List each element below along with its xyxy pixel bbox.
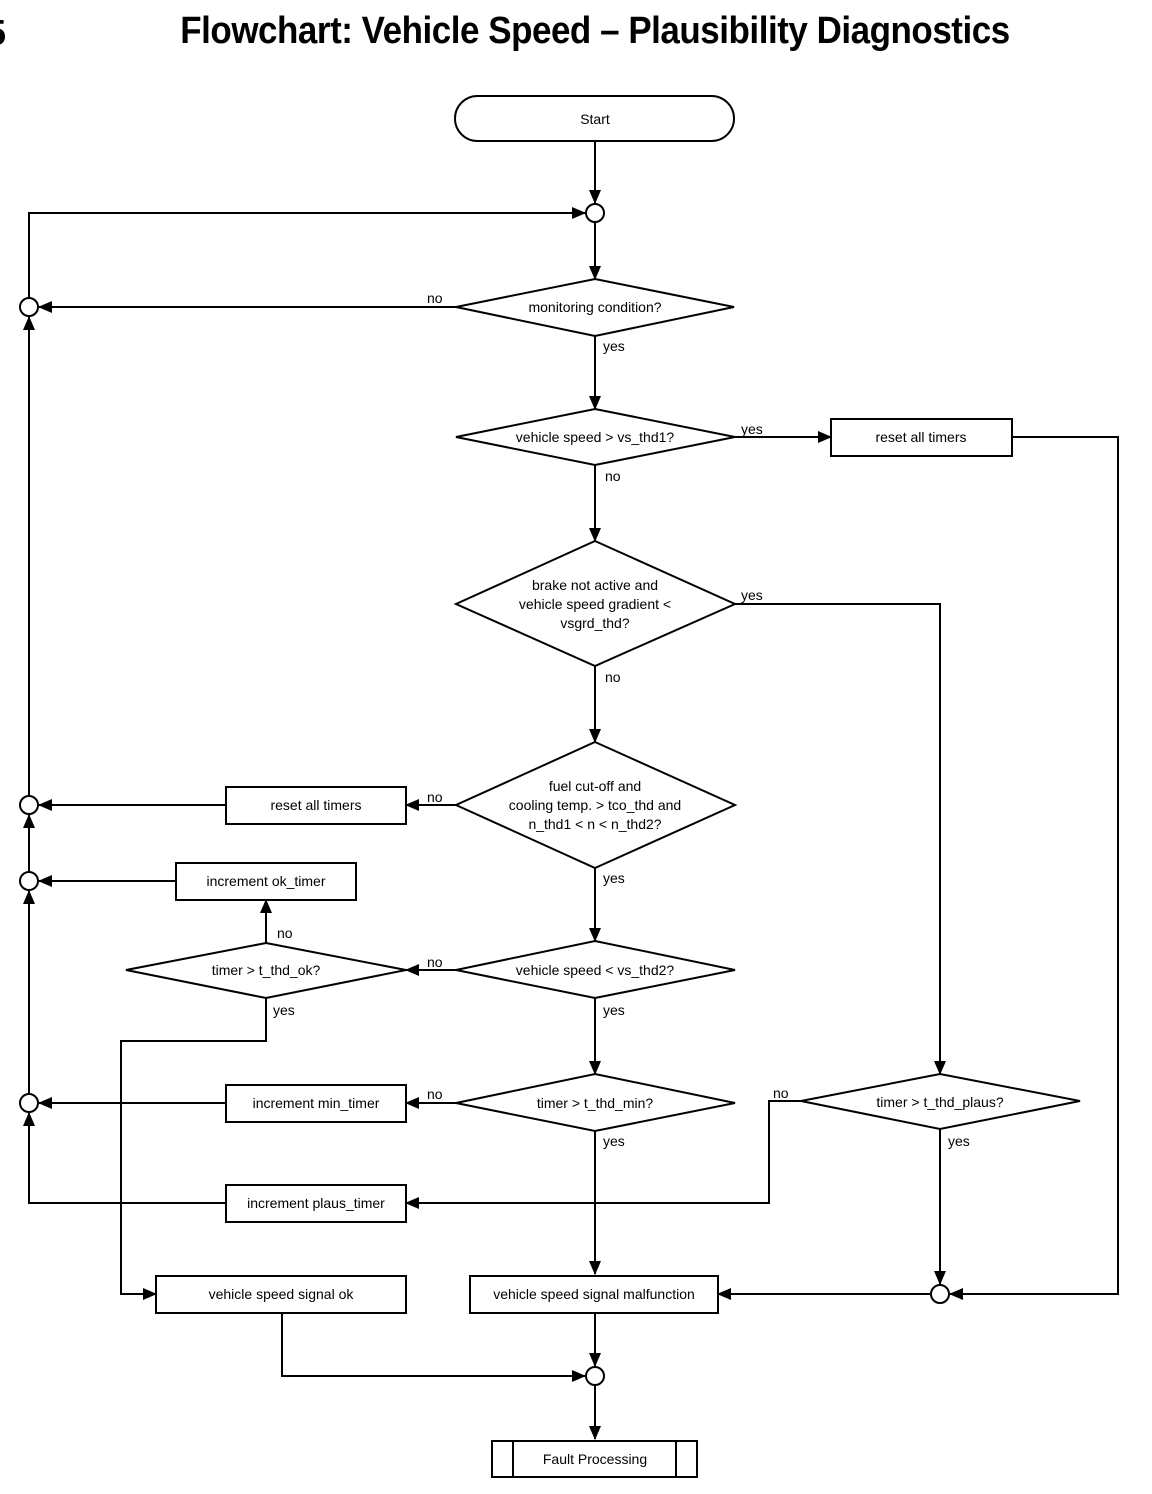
label-timer-plaus-no: no bbox=[773, 1085, 789, 1101]
decision-fuel-line-2: cooling temp. > tco_thd and bbox=[509, 797, 681, 813]
process-increment-min-timer: increment min_timer bbox=[225, 1084, 407, 1123]
junction-right-bottom bbox=[930, 1284, 950, 1304]
process-reset-right-label: reset all timers bbox=[875, 429, 966, 445]
junction-top bbox=[585, 203, 605, 223]
label-monitoring-no: no bbox=[427, 290, 443, 306]
branch-labels: no yes yes no yes no no yes no yes no ye… bbox=[273, 290, 970, 1149]
decision-monitoring-label: monitoring condition? bbox=[528, 299, 661, 315]
label-monitoring-yes: yes bbox=[603, 338, 625, 354]
label-brake-yes: yes bbox=[741, 587, 763, 603]
edge-loop-to-top bbox=[28, 207, 586, 297]
decision-brake-line-1: brake not active and bbox=[532, 577, 658, 593]
junction-left-monitoring bbox=[19, 297, 39, 317]
decision-timer-plaus-label: timer > t_thd_plaus? bbox=[876, 1094, 1003, 1110]
cropped-edge-glyph: 5 bbox=[0, 12, 6, 54]
edge-increment-plaus-to-junction bbox=[23, 1112, 226, 1204]
label-brake-no: no bbox=[605, 669, 621, 685]
process-increment-ok-label: increment ok_timer bbox=[206, 873, 325, 889]
decision-timer-min: timer > t_thd_min? bbox=[455, 1072, 736, 1133]
label-timer-ok-no: no bbox=[277, 925, 293, 941]
label-vs-thd1-yes: yes bbox=[741, 421, 763, 437]
decision-vs-thd1-label: vehicle speed > vs_thd1? bbox=[516, 429, 675, 445]
process-reset-all-timers-left: reset all timers bbox=[225, 786, 407, 825]
edge-timer-ok-yes bbox=[120, 998, 267, 1300]
decision-fuel-cutoff: fuel cut-off and cooling temp. > tco_thd… bbox=[453, 740, 738, 870]
process-signal-malfunction: vehicle speed signal malfunction bbox=[469, 1275, 719, 1314]
label-timer-min-no: no bbox=[427, 1086, 443, 1102]
decision-fuel-line-1: fuel cut-off and bbox=[549, 778, 641, 794]
decision-timer-min-label: timer > t_thd_min? bbox=[537, 1095, 654, 1111]
label-vs-thd1-no: no bbox=[605, 468, 621, 484]
process-increment-ok-timer: increment ok_timer bbox=[175, 862, 357, 901]
process-signal-malfunction-label: vehicle speed signal malfunction bbox=[493, 1286, 695, 1302]
process-increment-plaus-timer: increment plaus_timer bbox=[225, 1184, 407, 1223]
label-vs-thd2-yes: yes bbox=[603, 1002, 625, 1018]
decision-monitoring-condition: monitoring condition? bbox=[455, 277, 735, 338]
label-vs-thd2-no: no bbox=[427, 954, 443, 970]
label-fuel-yes: yes bbox=[603, 870, 625, 886]
node-start: Start bbox=[454, 95, 735, 142]
decision-timer-ok-label: timer > t_thd_ok? bbox=[212, 962, 321, 978]
process-signal-ok-label: vehicle speed signal ok bbox=[209, 1286, 355, 1302]
diagram-title: Flowchart: Vehicle Speed – Plausibility … bbox=[180, 10, 1010, 52]
process-signal-ok: vehicle speed signal ok bbox=[155, 1275, 407, 1314]
decision-timer-ok: timer > t_thd_ok? bbox=[125, 941, 407, 1000]
decision-timer-plaus: timer > t_thd_plaus? bbox=[800, 1072, 1081, 1131]
edge-timer-plaus-no bbox=[405, 1100, 801, 1209]
fault-processing-label: Fault Processing bbox=[543, 1451, 647, 1467]
junction-left-min bbox=[19, 1093, 39, 1113]
label-timer-ok-yes: yes bbox=[273, 1002, 295, 1018]
junction-left-reset bbox=[19, 795, 39, 815]
edge-signal-ok-to-junction bbox=[281, 1313, 586, 1382]
label-fuel-no: no bbox=[427, 789, 443, 805]
decision-vs-thd2: vehicle speed < vs_thd2? bbox=[455, 939, 736, 1000]
node-start-label: Start bbox=[580, 111, 610, 127]
decision-brake-line-3: vsgrd_thd? bbox=[560, 615, 629, 631]
label-timer-min-yes: yes bbox=[603, 1133, 625, 1149]
edge-reset-right-to-junction bbox=[949, 436, 1119, 1300]
predefined-process-fault-processing: Fault Processing bbox=[491, 1440, 698, 1478]
process-reset-all-timers-right: reset all timers bbox=[830, 418, 1013, 457]
junction-bottom bbox=[585, 1366, 605, 1386]
decision-brake-gradient: brake not active and vehicle speed gradi… bbox=[453, 539, 738, 668]
decision-brake-line-2: vehicle speed gradient < bbox=[519, 596, 671, 612]
process-increment-plaus-label: increment plaus_timer bbox=[247, 1195, 385, 1211]
decision-vs-thd2-label: vehicle speed < vs_thd2? bbox=[516, 962, 675, 978]
decision-vs-thd1: vehicle speed > vs_thd1? bbox=[455, 407, 736, 467]
label-timer-plaus-yes: yes bbox=[948, 1133, 970, 1149]
junction-left-ok bbox=[19, 871, 39, 891]
connector-lines bbox=[23, 141, 1119, 1440]
edge-brake-yes bbox=[735, 603, 946, 1075]
process-reset-left-label: reset all timers bbox=[270, 797, 361, 813]
process-increment-min-label: increment min_timer bbox=[253, 1095, 380, 1111]
junctions bbox=[19, 203, 950, 1386]
decision-fuel-line-3: n_thd1 < n < n_thd2? bbox=[528, 816, 661, 832]
